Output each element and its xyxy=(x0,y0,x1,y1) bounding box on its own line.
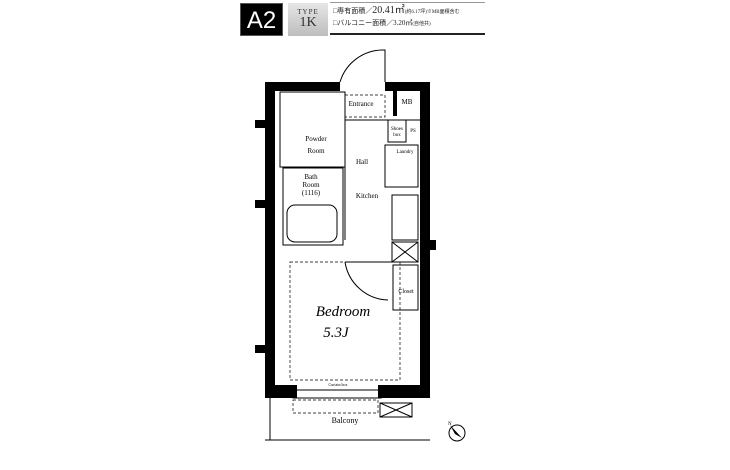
area-info: □専有面積／20.41㎡(約6.17坪)※MB面積含む □バルコニー面積／3.2… xyxy=(333,5,460,30)
room-labels: Entrance MB Shoes box PS Powder Room Hal… xyxy=(302,98,416,425)
entrance-label: Entrance xyxy=(349,100,374,108)
bath-room-size: (1116) xyxy=(302,189,321,197)
unit-type-badge: TYPE 1K xyxy=(288,3,328,36)
balcony-area-label: □バルコニー面積／ xyxy=(333,19,394,27)
type-label: TYPE xyxy=(297,8,319,16)
bath-room-label-2: Room xyxy=(302,181,320,189)
compass-north-label: N xyxy=(448,422,452,427)
curtain-box-label: Curtain box xyxy=(329,382,348,387)
mb-label: MB xyxy=(402,98,413,106)
compass-icon: N xyxy=(448,422,466,442)
exclusive-area: □専有面積／20.41㎡(約6.17坪)※MB面積含む xyxy=(333,5,460,18)
ps-label: PS xyxy=(410,129,416,134)
bedroom-size: 5.3J xyxy=(323,325,350,341)
walls xyxy=(255,82,436,398)
powder-room-label-2: Room xyxy=(307,147,325,155)
header-divider xyxy=(330,2,485,3)
shoes-box-label: Shoes xyxy=(391,127,403,132)
interior-lines xyxy=(265,49,430,441)
balcony-label: Balcony xyxy=(332,416,359,425)
exclusive-area-label: □専有面積／ xyxy=(333,7,373,15)
closet-label: Closet xyxy=(398,289,414,295)
dashed-lines xyxy=(289,94,401,414)
balcony-area-note: (自他共) xyxy=(412,22,431,27)
bath-room-label: Bath xyxy=(304,173,318,181)
powder-room-label: Powder xyxy=(305,135,327,143)
laundry-label: Laundry xyxy=(397,150,414,155)
kitchen-label: Kitchen xyxy=(356,192,379,200)
balcony-area-value: 3.20㎡ xyxy=(393,19,413,27)
balcony-area: □バルコニー面積／3.20㎡(自他共) xyxy=(333,18,460,30)
shoes-box-label-2: box xyxy=(393,133,401,138)
exclusive-area-value: 20.41㎡ xyxy=(372,5,405,16)
exclusive-area-note: (約6.17坪)※MB面積含む xyxy=(404,10,460,15)
header-underline xyxy=(330,33,485,35)
bedroom-label: Bedroom xyxy=(316,304,371,320)
type-value: 1K xyxy=(299,15,317,30)
hall-label: Hall xyxy=(356,158,368,166)
unit-code-badge: A2 xyxy=(240,3,283,36)
